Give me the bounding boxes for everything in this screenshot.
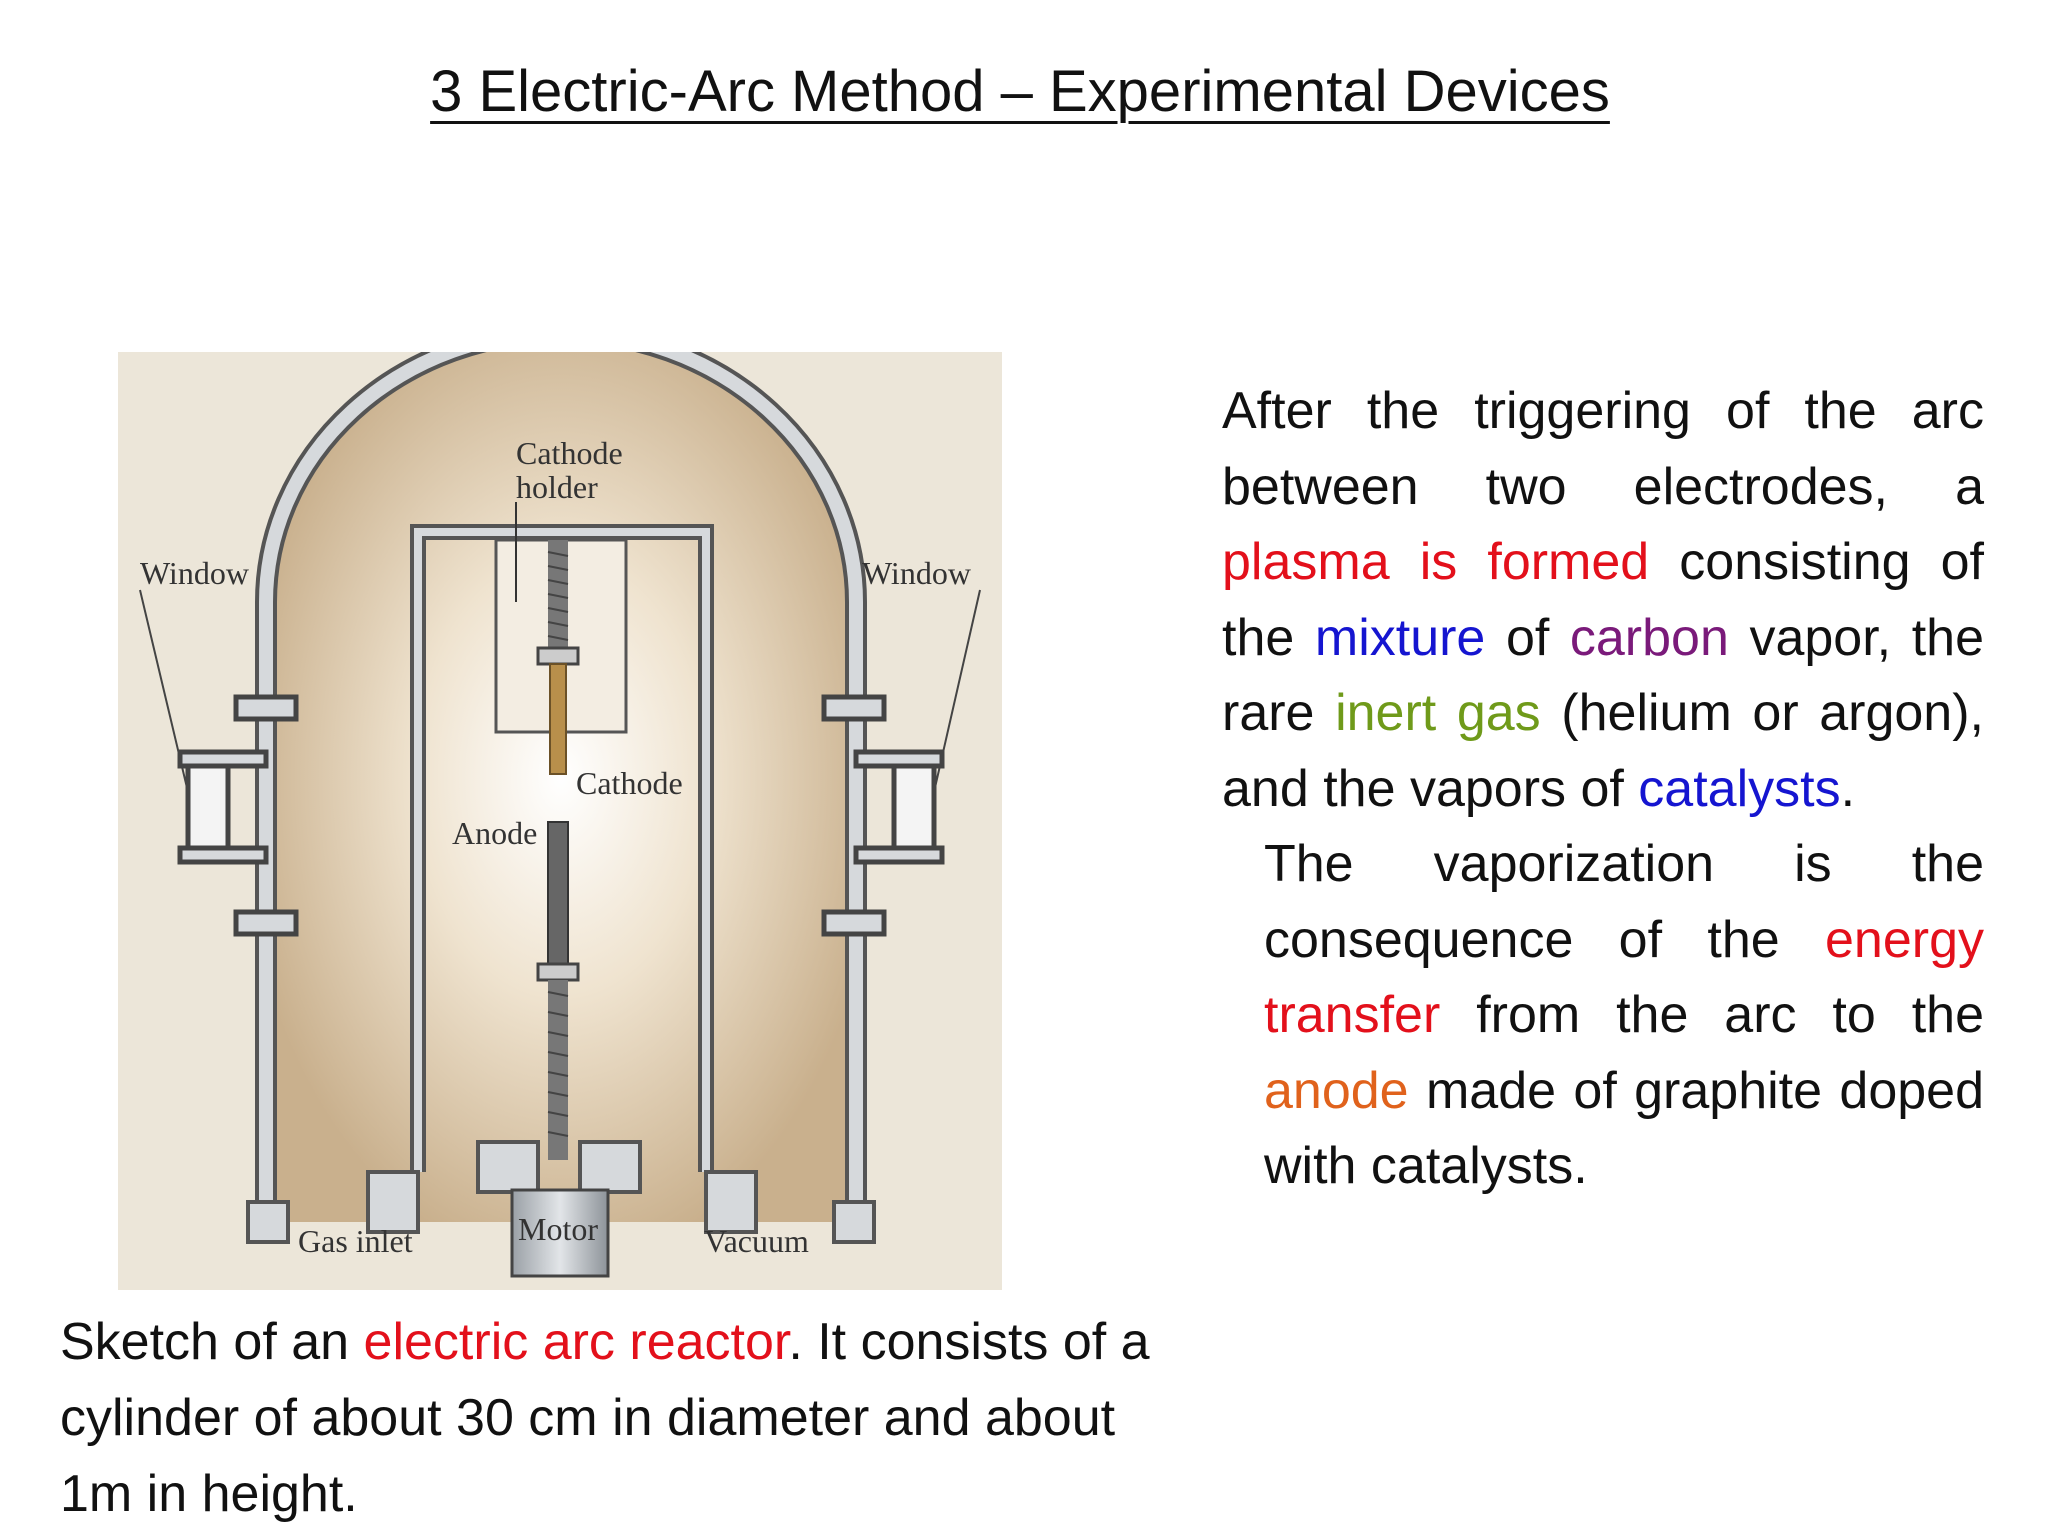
p1-text-6: .	[1840, 759, 1856, 818]
slide-title: 3 Electric-Arc Method – Experimental Dev…	[430, 59, 1610, 124]
label-vacuum: Vacuum	[704, 1223, 809, 1259]
caption-highlight: electric arc reactor	[363, 1313, 789, 1371]
p1-highlight-plasma: plasma is formed	[1222, 533, 1650, 591]
window-right	[821, 694, 945, 937]
p2-text-3: made of graphite doped with catalysts.	[1264, 1061, 1984, 1196]
label-window-right: Window	[862, 555, 971, 591]
p1-text-3: of	[1485, 608, 1570, 667]
label-motor: Motor	[518, 1211, 598, 1247]
cathode-rod	[549, 663, 567, 775]
label-cathode: Cathode	[576, 765, 683, 801]
p1-text-5: (helium or argon), and the vapors of	[1222, 684, 1984, 818]
motor	[510, 1188, 610, 1278]
body-text: After the triggering of the arc between …	[1222, 374, 1984, 1205]
p1-highlight-catalysts: catalysts	[1638, 759, 1841, 818]
p1-text-2: consisting of the	[1222, 533, 1985, 667]
label-window-left: Window	[140, 555, 249, 591]
p1-text-1: After the triggering of the arc between …	[1222, 382, 1984, 516]
window-left	[177, 694, 299, 937]
label-cathode-holder-2: holder	[516, 469, 598, 505]
p2-text-2: from the arc to the	[1440, 986, 1984, 1044]
p1-highlight-carbon: carbon	[1569, 608, 1729, 667]
label-gas-inlet: Gas inlet	[298, 1223, 413, 1259]
caption-text-1: Sketch of an	[60, 1313, 364, 1371]
label-anode: Anode	[452, 815, 537, 851]
p2-highlight-anode: anode	[1264, 1061, 1409, 1120]
paragraph-1: After the triggering of the arc between …	[1222, 374, 1984, 827]
p1-text-4: vapor, the rare	[1222, 608, 1984, 743]
caption-text-2: . It consists of a cylinder of about 30 …	[60, 1313, 1150, 1523]
reactor-diagram: Cathode holder Window Window Cathode Ano…	[118, 352, 1002, 1290]
figure-caption: Sketch of an electric arc reactor. It co…	[60, 1304, 1170, 1532]
anode-rod	[547, 821, 569, 973]
p2-highlight-energy-transfer: energy transfer	[1264, 910, 1984, 1045]
p1-highlight-inert-gas: inert gas	[1335, 684, 1541, 742]
p2-text-1: The vaporization is the consequence of t…	[1264, 835, 1984, 969]
label-cathode-holder-1: Cathode	[516, 435, 623, 471]
paragraph-2: The vaporization is the consequence of t…	[1222, 827, 1984, 1205]
p1-highlight-mixture: mixture	[1314, 608, 1486, 667]
